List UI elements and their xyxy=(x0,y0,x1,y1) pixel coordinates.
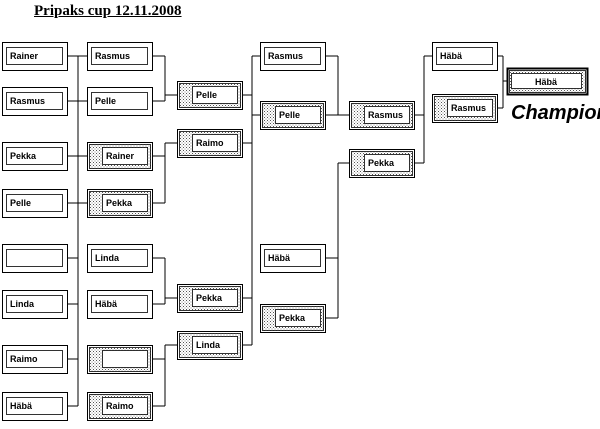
player-slot: Rainer xyxy=(2,42,68,71)
player-name: Raimo xyxy=(106,401,134,411)
name-field xyxy=(6,92,63,110)
player-slot xyxy=(2,244,68,273)
name-field xyxy=(192,289,238,307)
player-slot: Pekka xyxy=(260,304,326,333)
player-name: Rainer xyxy=(106,151,135,161)
name-field xyxy=(6,249,63,267)
player-slot: Pekka xyxy=(177,284,243,313)
name-field xyxy=(91,295,148,313)
name-field xyxy=(447,99,493,117)
player-name: Pekka xyxy=(10,151,37,161)
player-slot: Linda xyxy=(87,244,153,273)
player-name: Linda xyxy=(95,253,120,263)
player-slot: Pekka xyxy=(87,189,153,218)
player-name: Rainer xyxy=(10,51,39,61)
player-slot: Pelle xyxy=(87,87,153,116)
player-name: Pekka xyxy=(196,293,223,303)
player-slot: Häbä xyxy=(87,290,153,319)
name-field xyxy=(192,86,238,104)
player-name: Rasmus xyxy=(95,51,130,61)
player-slot: Rasmus xyxy=(260,42,326,71)
player-slot: Pelle xyxy=(177,81,243,110)
name-field xyxy=(102,350,148,368)
name-field xyxy=(6,397,63,415)
player-name: Rasmus xyxy=(10,96,45,106)
player-name: Pelle xyxy=(196,90,217,100)
player-slot: Raimo xyxy=(177,129,243,158)
name-field xyxy=(102,194,148,212)
player-slot: Linda xyxy=(177,331,243,360)
player-slot: Rasmus xyxy=(349,101,415,130)
player-name: Rasmus xyxy=(451,103,486,113)
player-slot: Häbä xyxy=(260,244,326,273)
name-field xyxy=(102,147,148,165)
name-field xyxy=(275,106,321,124)
player-slot: Rasmus xyxy=(432,94,498,123)
bracket-slots: RainerRasmusPekkaPelleLindaRaimoHäbäRasm… xyxy=(2,42,589,421)
player-name: Häbä xyxy=(268,253,291,263)
player-name: Pekka xyxy=(106,198,133,208)
player-name: Rasmus xyxy=(368,110,403,120)
name-field xyxy=(275,309,321,327)
player-name: Raimo xyxy=(10,354,38,364)
player-slot: Raimo xyxy=(87,392,153,421)
player-name: Häbä xyxy=(95,299,118,309)
player-slot: Pelle xyxy=(260,101,326,130)
name-field xyxy=(6,47,63,65)
player-slot: Häbä xyxy=(2,392,68,421)
player-slot: Pekka xyxy=(2,142,68,171)
name-field xyxy=(264,47,321,65)
player-name: Linda xyxy=(196,340,221,350)
name-field xyxy=(91,92,148,110)
player-slot: Pelle xyxy=(2,189,68,218)
player-name: Linda xyxy=(10,299,35,309)
name-field xyxy=(91,47,148,65)
name-field xyxy=(364,154,410,172)
player-name: Pelle xyxy=(10,198,31,208)
player-name: Pekka xyxy=(279,313,306,323)
page-title: Pripaks cup 12.11.2008 xyxy=(34,3,182,19)
player-name: Häbä xyxy=(440,51,463,61)
champion-slot: Häbä xyxy=(506,67,589,96)
name-field xyxy=(6,295,63,313)
player-slot: Häbä xyxy=(432,42,498,71)
player-name: Pelle xyxy=(95,96,116,106)
bracket-lines xyxy=(68,55,507,407)
player-name: Rasmus xyxy=(268,51,303,61)
player-name: Pelle xyxy=(279,110,300,120)
player-name: Raimo xyxy=(196,138,224,148)
name-field xyxy=(6,147,63,165)
name-field xyxy=(264,249,321,267)
player-slot xyxy=(87,345,153,374)
name-field xyxy=(364,106,410,124)
name-field xyxy=(192,134,238,152)
player-slot: Rainer xyxy=(87,142,153,171)
name-field xyxy=(102,397,148,415)
name-field xyxy=(91,249,148,267)
player-name: Häbä xyxy=(10,401,33,411)
name-field xyxy=(436,47,493,65)
player-slot: Raimo xyxy=(2,345,68,374)
name-field xyxy=(6,350,63,368)
player-slot: Rasmus xyxy=(87,42,153,71)
name-field xyxy=(6,194,63,212)
name-field xyxy=(192,336,238,354)
name-field xyxy=(511,73,582,89)
player-slot: Pekka xyxy=(349,149,415,178)
player-name: Pekka xyxy=(368,158,395,168)
player-slot: Linda xyxy=(2,290,68,319)
player-slot: Rasmus xyxy=(2,87,68,116)
player-name: Häbä xyxy=(535,77,558,87)
champion-label: Champion xyxy=(511,102,600,124)
